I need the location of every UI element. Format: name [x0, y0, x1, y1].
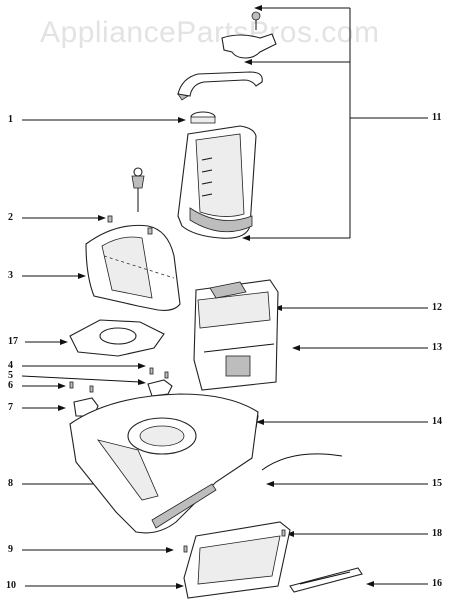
recovery-tank-part	[193, 279, 279, 391]
brush-strip-part	[289, 567, 363, 593]
callout-17: 17	[8, 336, 18, 347]
callout-3: 3	[8, 270, 13, 281]
valve-part	[131, 167, 145, 212]
leader-lines	[21, 5, 428, 589]
callout-8: 8	[8, 478, 13, 489]
cable-part	[261, 453, 343, 471]
callout-13: 13	[432, 342, 442, 353]
callout-2: 2	[8, 212, 13, 223]
callout-4: 4	[8, 360, 13, 371]
callout-6: 6	[8, 380, 13, 391]
callout-9: 9	[8, 544, 13, 555]
callout-10: 10	[6, 580, 16, 591]
callout-14: 14	[432, 416, 442, 427]
base-part	[69, 393, 259, 534]
hood-part	[85, 215, 181, 311]
callout-12: 12	[432, 302, 442, 313]
callout-11: 11	[432, 112, 442, 123]
handle-part	[177, 71, 263, 101]
nozzle-part	[183, 521, 291, 599]
tank-part	[177, 125, 257, 239]
callout-5: 5	[8, 370, 13, 381]
cap-part	[190, 111, 216, 124]
latch-part	[221, 11, 277, 59]
watermark: AppliancePartsPros.com	[40, 16, 380, 49]
callout-7: 7	[8, 402, 13, 413]
callout-1: 1	[8, 114, 13, 125]
callout-18: 18	[432, 528, 442, 539]
callout-16: 16	[432, 578, 442, 589]
gasket-part	[69, 319, 165, 357]
callout-15: 15	[432, 478, 442, 489]
